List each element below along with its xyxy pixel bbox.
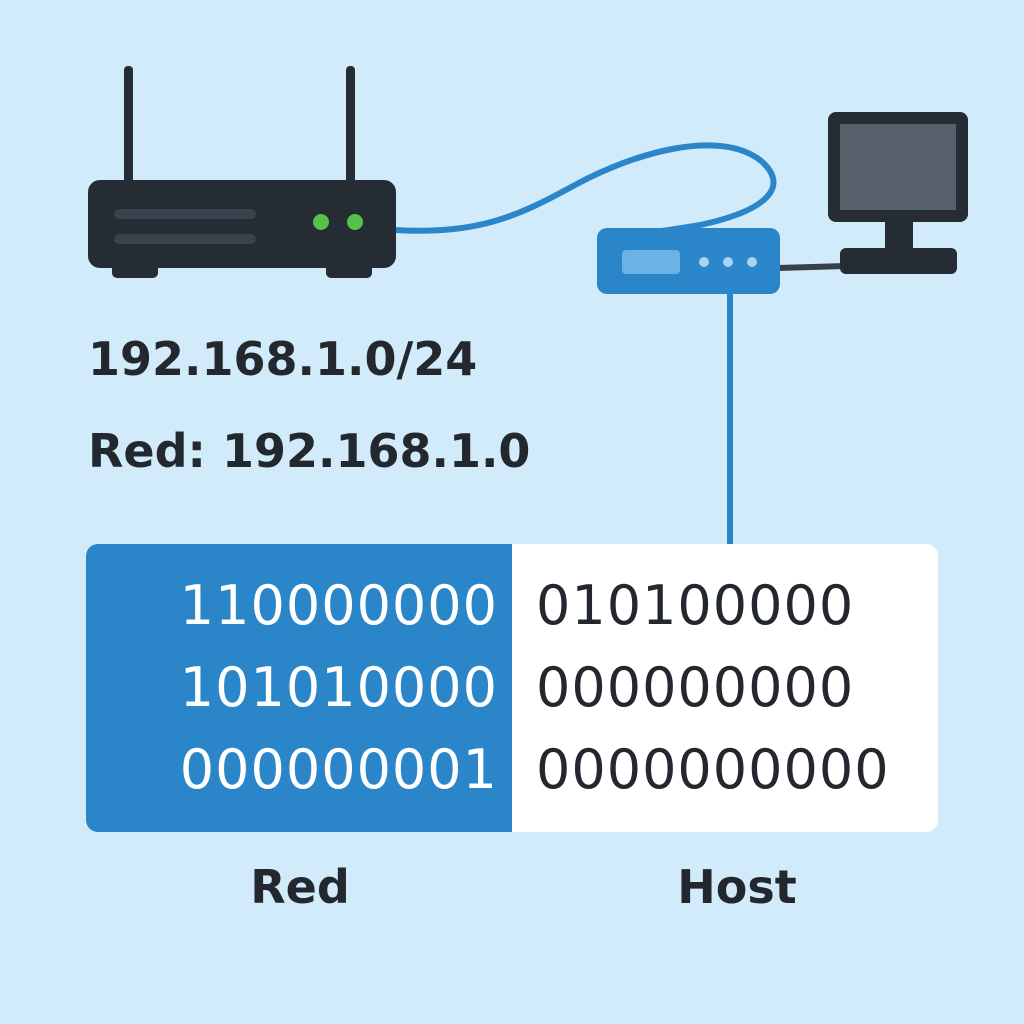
host-section-label: Host	[677, 860, 797, 914]
network-bits-row: 110000000	[179, 574, 498, 637]
network-address-label: Red: 192.168.1.0	[88, 424, 531, 478]
host-bits-row: 010100000	[536, 574, 855, 637]
network-bits-block: 110000000 101010000 000000001	[86, 544, 512, 832]
network-bits-row: 101010000	[179, 656, 498, 719]
host-bits-row: 0000000000	[536, 738, 890, 801]
router-switch-cable	[392, 142, 777, 241]
network-bits-row: 000000001	[179, 738, 498, 801]
network-section-label: Red	[250, 860, 350, 914]
monitor-icon	[828, 112, 968, 274]
network-switch-icon	[597, 228, 780, 294]
router-icon	[88, 66, 396, 278]
host-bits-row: 000000000	[536, 656, 855, 719]
binary-address-table: 110000000 101010000 000000001 010100000 …	[86, 544, 938, 832]
subnet-cidr-label: 192.168.1.0/24	[88, 332, 478, 386]
host-bits-block: 010100000 000000000 0000000000	[512, 544, 938, 832]
switch-monitor-cable	[777, 263, 847, 271]
